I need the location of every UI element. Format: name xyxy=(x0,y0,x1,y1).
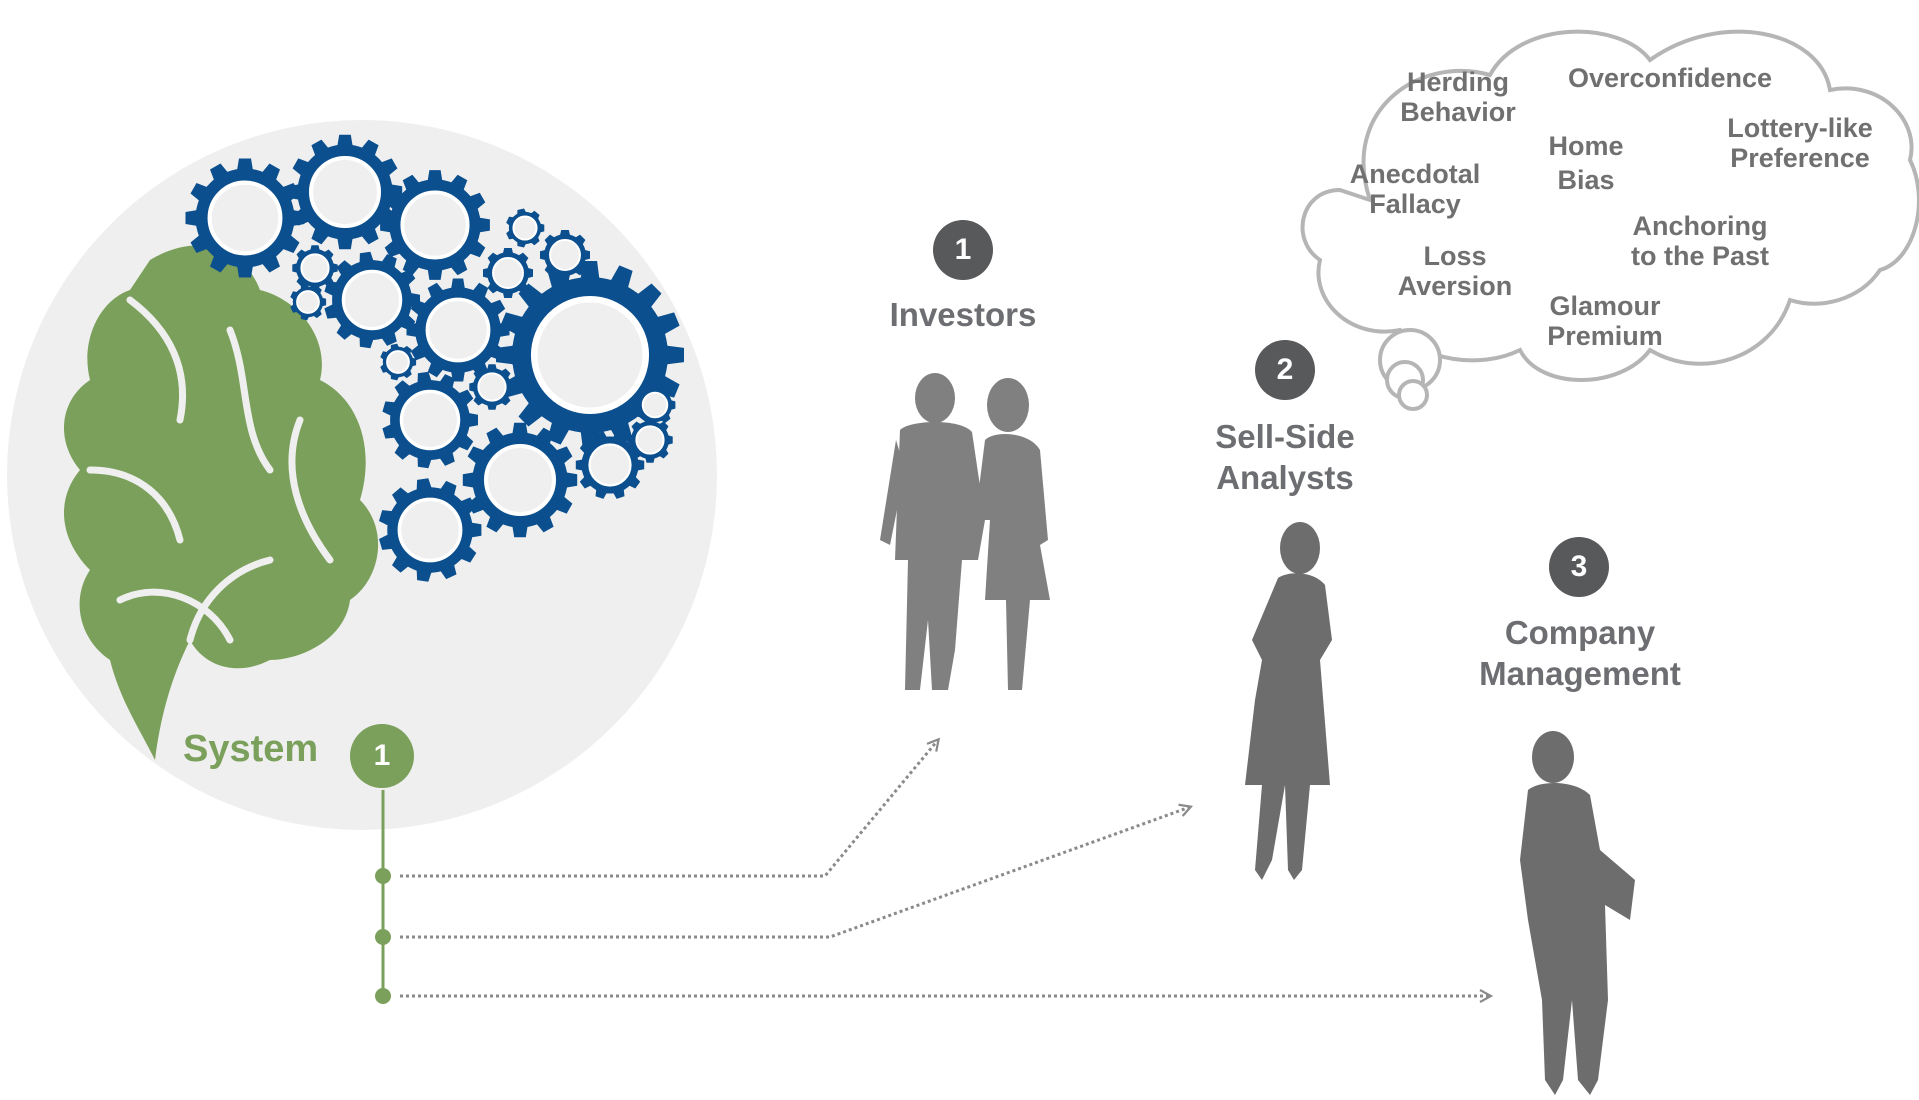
bias-loss-line2: Aversion xyxy=(1397,270,1513,301)
management-label: Company Management xyxy=(1460,614,1700,692)
bias-lottery-line1: Lottery-like xyxy=(1727,113,1873,143)
bias-loss-line1: Loss xyxy=(1423,241,1487,271)
management-label-line1: Company xyxy=(1504,614,1656,651)
investors-badge: 1 xyxy=(933,220,993,280)
bias-home-line2: Bias xyxy=(1557,164,1615,195)
gear-icon xyxy=(575,431,645,499)
bias-glamour-line2: Premium xyxy=(1547,320,1663,351)
bias-lottery-line2: Preference xyxy=(1730,142,1870,173)
bias-herding-line2: Behavior xyxy=(1400,96,1516,127)
bias-anchoring-line1: Anchoring xyxy=(1632,211,1768,241)
bias-glamour-line1: Glamour xyxy=(1549,291,1661,321)
brain-gears-icon xyxy=(7,120,717,830)
gear-icon xyxy=(379,478,482,582)
bias-anecdotal: Anecdotal Fallacy xyxy=(1340,159,1490,219)
arrow-to-analysts xyxy=(400,807,1190,939)
bias-anecdotal-line2: Fallacy xyxy=(1369,188,1461,219)
gear-icon xyxy=(380,170,490,280)
bias-overconfidence-line1: Overconfidence xyxy=(1567,63,1773,93)
gear-icon xyxy=(382,371,478,469)
gear-icon xyxy=(185,158,305,278)
thought-cloud-icon xyxy=(1300,29,1919,411)
investors-label: Investors xyxy=(889,296,1037,333)
bias-loss: Loss Aversion xyxy=(1385,241,1525,301)
gear-icon xyxy=(627,417,673,463)
gear-icon xyxy=(469,364,515,410)
arrow-to-investors xyxy=(400,740,938,878)
gear-icon xyxy=(496,261,684,449)
gear-icon xyxy=(635,384,676,426)
connector-lines xyxy=(375,740,1490,1004)
analysts-label-line1: Sell-Side xyxy=(1215,418,1355,455)
management-badge: 3 xyxy=(1549,537,1609,597)
analysts-label: Sell-Side Analysts xyxy=(1185,418,1385,496)
analysts-label-line2: Analysts xyxy=(1216,458,1354,496)
bias-lottery: Lottery-like Preference xyxy=(1710,113,1890,173)
bias-glamour: Glamour Premium xyxy=(1535,291,1675,351)
gear-icon xyxy=(287,134,403,250)
bias-overconfidence: Overconfidence xyxy=(1560,63,1780,94)
bias-home: Home Bias xyxy=(1526,131,1646,195)
man-silhouette-icon xyxy=(1520,731,1635,1095)
woman-silhouette-icon xyxy=(1245,522,1332,880)
gear-icon xyxy=(462,422,578,538)
management-label-line2: Management xyxy=(1479,654,1681,692)
system-badge: 1 xyxy=(350,724,414,788)
analysts-badge: 2 xyxy=(1255,340,1315,400)
gear-icon xyxy=(324,251,420,349)
gear-icon xyxy=(290,283,327,321)
gear-icon xyxy=(483,248,533,298)
gear-icon xyxy=(506,208,545,248)
couple-silhouette-icon xyxy=(880,373,1050,690)
gear-icon xyxy=(406,278,510,382)
gear-icon xyxy=(540,230,590,280)
gear-icon xyxy=(380,343,417,381)
bias-herding: Herding Behavior xyxy=(1388,67,1528,127)
system-label: System xyxy=(183,728,319,770)
bias-herding-line1: Herding xyxy=(1406,67,1509,97)
bias-anecdotal-line1: Anecdotal xyxy=(1349,159,1481,189)
gear-icon xyxy=(292,245,338,291)
bias-anchoring-line2: to the Past xyxy=(1630,240,1770,271)
bias-home-line1: Home xyxy=(1548,131,1624,161)
bias-anchoring: Anchoring to the Past xyxy=(1615,211,1785,271)
